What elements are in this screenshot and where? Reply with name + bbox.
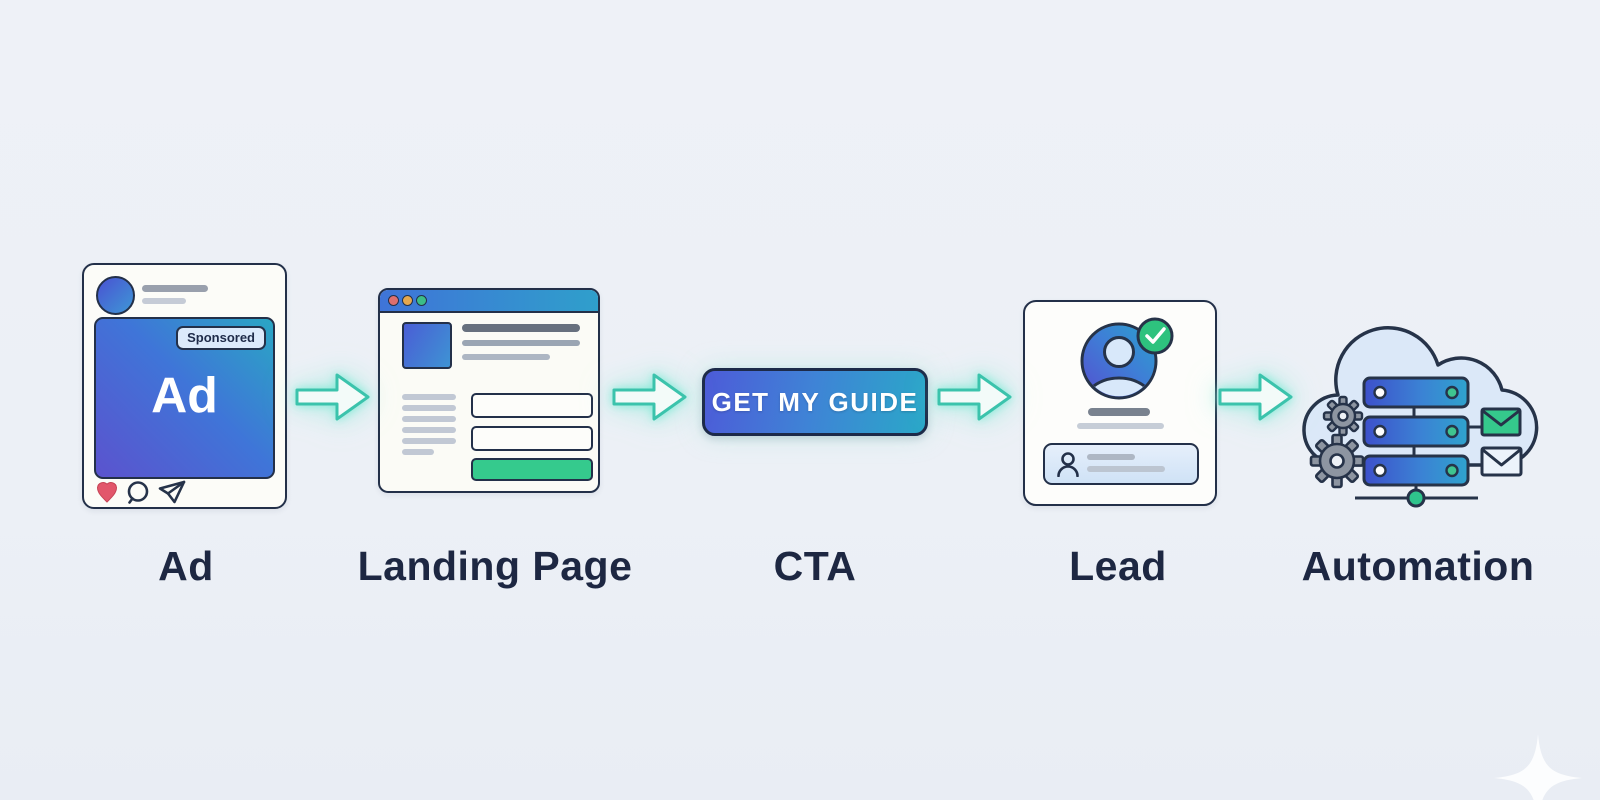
text-line (402, 416, 456, 422)
window-minimize-dot (402, 295, 413, 306)
text-line (142, 285, 208, 292)
lead-name-line (1088, 408, 1150, 416)
user-icon (1057, 452, 1079, 477)
browser-titlebar (380, 290, 598, 313)
form-input[interactable] (471, 393, 593, 418)
form-input[interactable] (471, 426, 593, 451)
lead-avatar (1080, 317, 1174, 400)
ad-card: Sponsored Ad (82, 263, 287, 509)
sponsored-badge: Sponsored (176, 326, 266, 350)
text-line (462, 354, 550, 360)
lead-contact-field[interactable] (1043, 443, 1199, 485)
share-icon[interactable] (158, 480, 186, 504)
avatar (96, 276, 135, 315)
text-line (1087, 466, 1165, 472)
window-maximize-dot (416, 295, 427, 306)
cta-button[interactable]: GET MY GUIDE (702, 368, 928, 436)
avatar-head (1103, 336, 1135, 368)
cta-button-label: GET MY GUIDE (711, 386, 919, 417)
flow-arrow (936, 368, 1014, 426)
stage-label-lead: Lead (1069, 543, 1167, 589)
network-node-icon (1355, 485, 1478, 508)
mail-icon (1480, 407, 1522, 437)
text-line (402, 449, 434, 455)
text-line (402, 427, 456, 433)
lead-card (1023, 300, 1217, 506)
ad-image: Sponsored Ad (94, 317, 275, 479)
stage-label-ad: Ad (158, 543, 214, 589)
ad-actions (96, 480, 186, 504)
automation-graphic (1302, 326, 1539, 508)
text-line (402, 405, 456, 411)
landing-page-card (378, 288, 600, 493)
hero-image (402, 322, 452, 369)
mail-icon (1480, 446, 1523, 477)
lead-subtext-line (1077, 423, 1164, 429)
sparkle-icon (1494, 734, 1582, 800)
heart-icon[interactable] (96, 482, 118, 503)
stage-label-automation: Automation (1301, 543, 1535, 589)
flow-arrow (1217, 368, 1295, 426)
check-icon (1145, 327, 1166, 344)
form-submit-button[interactable] (471, 458, 593, 481)
stage-label-landing-page: Landing Page (357, 543, 633, 589)
flow-arrow (611, 368, 689, 426)
text-line (402, 438, 456, 444)
text-line (462, 340, 580, 346)
stage-label-cta: CTA (773, 543, 857, 589)
ad-image-text: Ad (151, 367, 218, 424)
flow-arrow (294, 368, 372, 426)
text-line (1087, 454, 1135, 460)
window-close-dot (388, 295, 399, 306)
comment-icon[interactable] (127, 481, 149, 504)
gear-icon (1309, 395, 1365, 489)
text-line (402, 394, 456, 400)
server-stack-icon (1362, 376, 1470, 487)
check-badge (1136, 317, 1174, 355)
text-line (142, 298, 186, 304)
headline-line (462, 324, 580, 332)
